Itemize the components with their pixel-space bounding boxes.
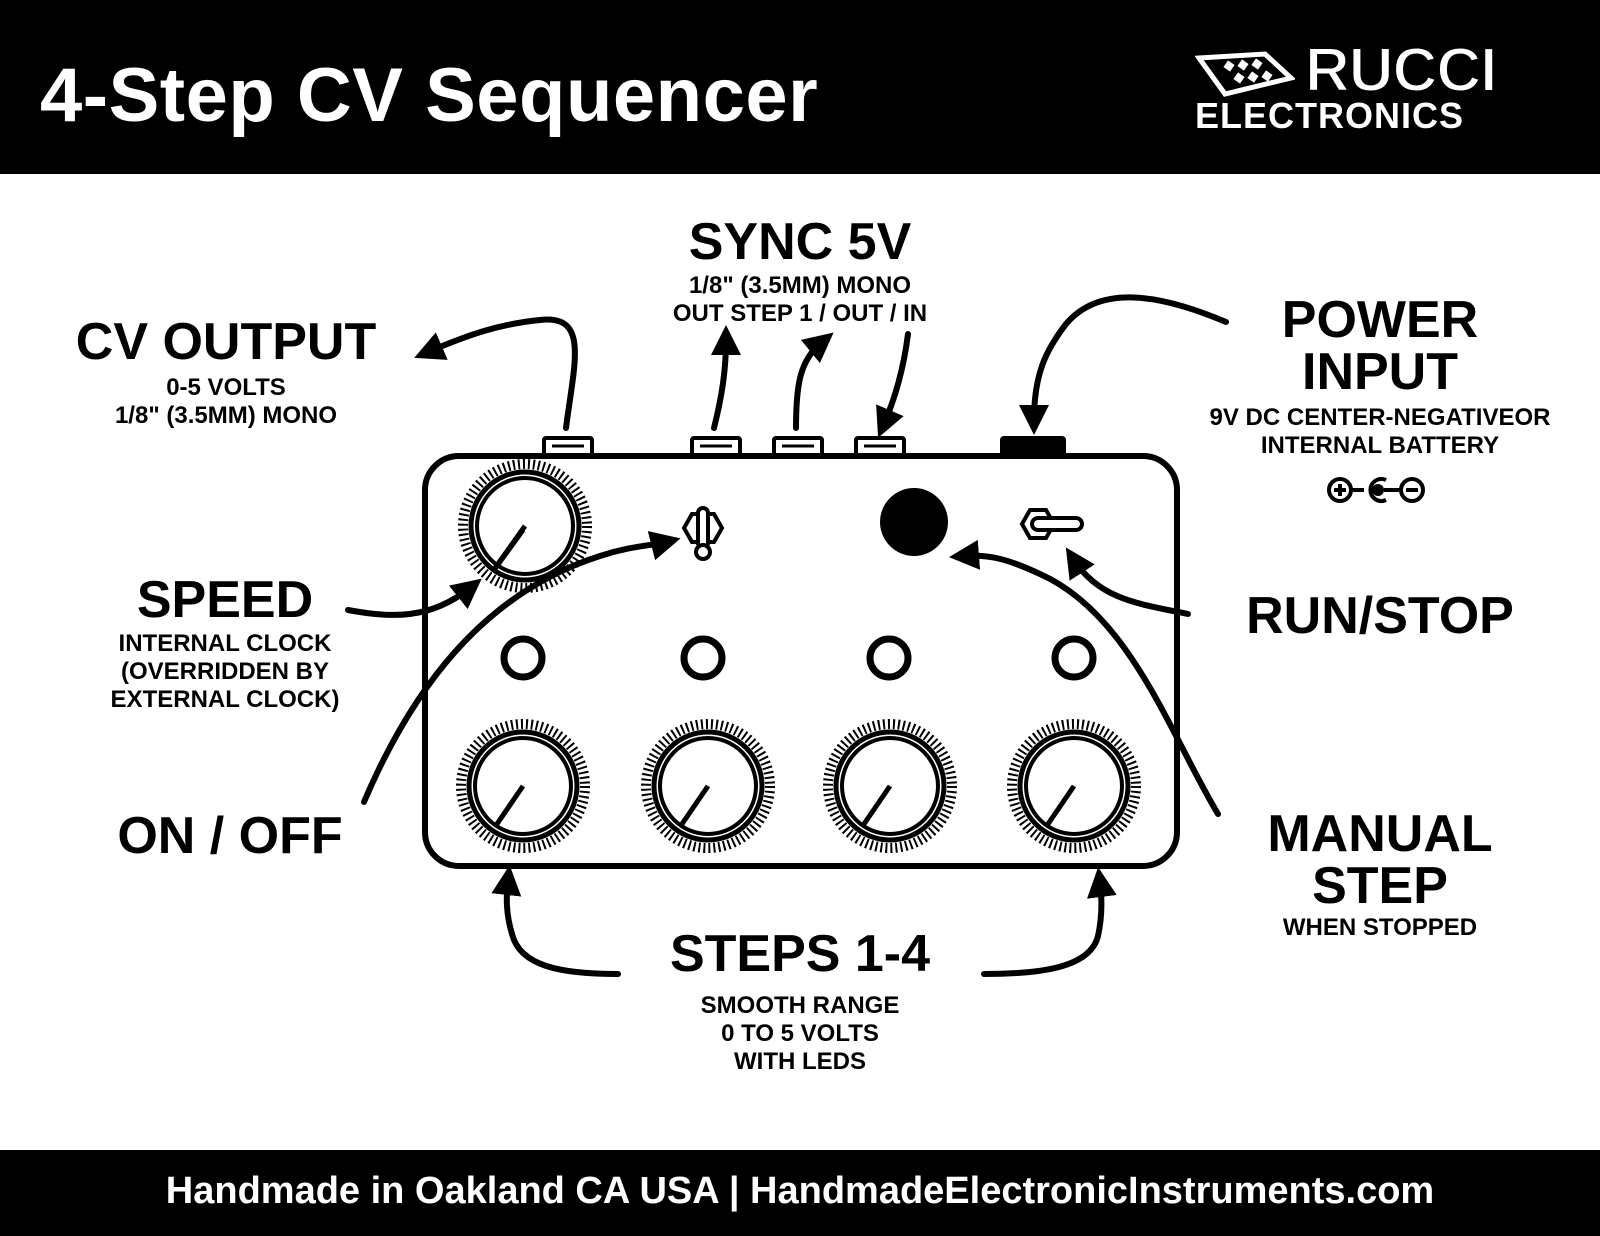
sync-out-step1-arrow: [710, 325, 741, 431]
led-icon-2: [680, 635, 726, 681]
step-knob-icon-1: [456, 719, 590, 853]
brand-subtitle: ELECTRONICS: [1195, 95, 1465, 136]
brand-name: RUCCI: [1304, 36, 1498, 105]
pedal-diagram: CV OUTPUT 0-5 VOLTS 1/8" (3.5MM) MONO SY…: [0, 174, 1600, 1150]
manual-step-arrow: [949, 539, 1221, 817]
footer-bar: Handmade in Oakland CA USA | HandmadeEle…: [0, 1150, 1600, 1236]
cv-output-arrow: [414, 316, 578, 431]
speed-label: SPEED INTERNAL CLOCK (OVERRIDDEN BY EXTE…: [110, 571, 340, 713]
step-knob-icon-4: [1007, 719, 1141, 853]
manual-step-footswitch-icon: [880, 488, 948, 556]
step-knob-icon-3: [823, 719, 957, 853]
on-off-toggle-icon: [681, 506, 725, 561]
speed-arrow: [345, 578, 482, 618]
brand-logo: RUCCI ELECTRONICS: [1195, 36, 1550, 140]
sync-in-jack-icon: [854, 436, 906, 458]
brand-keyboard-icon: [1195, 51, 1295, 97]
steps-label: STEPS 1-4 SMOOTH RANGE 0 TO 5 VOLTS WITH…: [669, 925, 931, 1075]
sync-in-arrow: [876, 331, 911, 438]
sync-out-arrow: [793, 332, 834, 431]
cv-output-label: CV OUTPUT 0-5 VOLTS 1/8" (3.5MM) MONO: [75, 313, 377, 429]
on-off-arrow: [361, 531, 681, 805]
footer-text: Handmade in Oakland CA USA | HandmadeEle…: [165, 1170, 1435, 1212]
run-stop-arrow: [1065, 547, 1191, 617]
on-off-label: ON / OFF: [117, 807, 343, 865]
speed-knob-icon: [458, 459, 592, 593]
power-input-arrow: [1019, 294, 1229, 435]
sync-label: SYNC 5V 1/8" (3.5MM) MONO OUT STEP 1 / O…: [672, 213, 928, 327]
header-bar: 4-Step CV Sequencer RUCCI ELECTRONICS: [0, 0, 1600, 174]
led-icon-3: [866, 635, 912, 681]
step-knob-icon-2: [641, 719, 775, 853]
steps-left-arrow: [491, 865, 621, 977]
center-negative-polarity-icon: [1327, 477, 1425, 503]
page-title: 4-Step CV Sequencer: [40, 53, 819, 138]
run-stop-label: RUN/STOP: [1246, 587, 1514, 645]
steps-right-arrow: [981, 867, 1117, 977]
power-jack-icon: [1000, 436, 1066, 458]
led-icon-1: [500, 635, 546, 681]
run-stop-toggle-icon: [1019, 508, 1084, 540]
manual-step-label: MANUAL STEP WHEN STOPPED: [1267, 805, 1493, 941]
led-icon-4: [1051, 635, 1097, 681]
power-input-label: POWER INPUT 9V DC CENTER-NEGATIVEOR INTE…: [1209, 291, 1551, 459]
